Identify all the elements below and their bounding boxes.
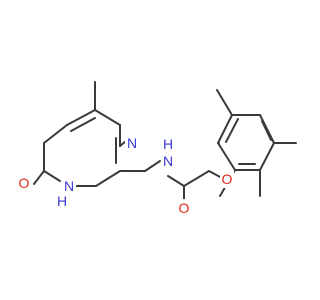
label-bg (55, 193, 69, 209)
bond (94, 109, 121, 126)
label-bg (17, 174, 31, 192)
atom-nitrogen-ring-nh: N (64, 178, 74, 194)
atom-oxygen-carbonyl: O (179, 200, 190, 216)
bond-group (33, 81, 297, 201)
atom-hydrogen-ring-nh: H (57, 193, 67, 209)
bond (183, 170, 210, 187)
atom-oxygen-ether: O (222, 171, 233, 187)
molecule-diagram: O N N H N H O O (17, 81, 297, 217)
bond (66, 109, 96, 126)
label-bg (177, 199, 191, 217)
bond (43, 170, 61, 182)
bond (95, 170, 121, 187)
bond (259, 142, 275, 171)
atom-hydrogen-amide: H (163, 136, 173, 152)
bond-double-inner (261, 120, 272, 141)
bond (208, 170, 223, 179)
bond (43, 124, 68, 144)
atom-nitrogen-ring-upper: N (127, 135, 137, 151)
bond-double-inner (225, 118, 239, 143)
bond (167, 175, 185, 187)
bond (216, 89, 233, 116)
label-bg (125, 134, 139, 152)
label-bg (161, 152, 175, 170)
label-bg (220, 170, 234, 188)
atom-oxygen-ring-carbonyl: O (19, 175, 30, 191)
atom-nitrogen-amide: N (163, 153, 173, 169)
bond (259, 114, 275, 144)
bond (33, 170, 45, 185)
label-bg (161, 136, 175, 152)
bond-double-inner (70, 117, 96, 132)
bond (144, 160, 161, 172)
label-bg (62, 177, 76, 195)
bond (217, 114, 233, 144)
bond (217, 142, 236, 171)
